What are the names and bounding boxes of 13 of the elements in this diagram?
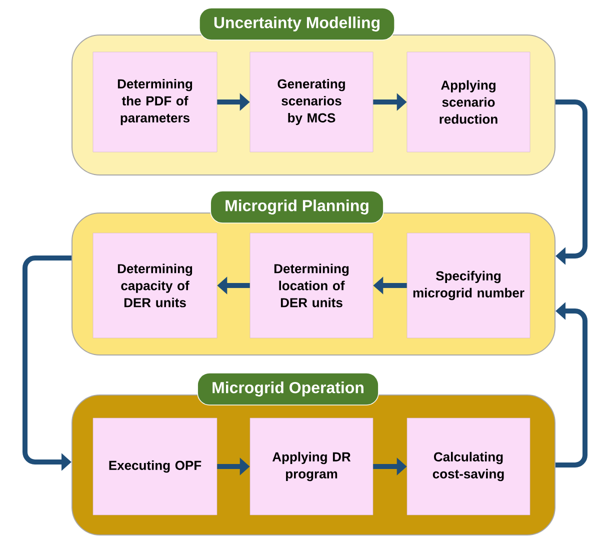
process-box: Determining location of DER units [250, 232, 374, 338]
process-box: Determining the PDF of parameters [92, 52, 218, 152]
connector-arrow [556, 100, 588, 265]
title-pill: Microgrid Operation [197, 372, 379, 406]
title-pill: Microgrid Planning [210, 190, 384, 224]
process-box: Generating scenarios by MCS [250, 52, 374, 152]
process-box: Applying scenario reduction [406, 52, 530, 152]
process-box: Applying DR program [250, 418, 374, 516]
process-box: Calculating cost-saving [406, 418, 530, 516]
title-pill: Uncertainty Modelling [199, 8, 395, 40]
process-box: Executing OPF [92, 418, 218, 516]
process-box: Specifying microgrid number [406, 232, 530, 338]
process-box: Determining capacity of DER units [92, 232, 218, 338]
